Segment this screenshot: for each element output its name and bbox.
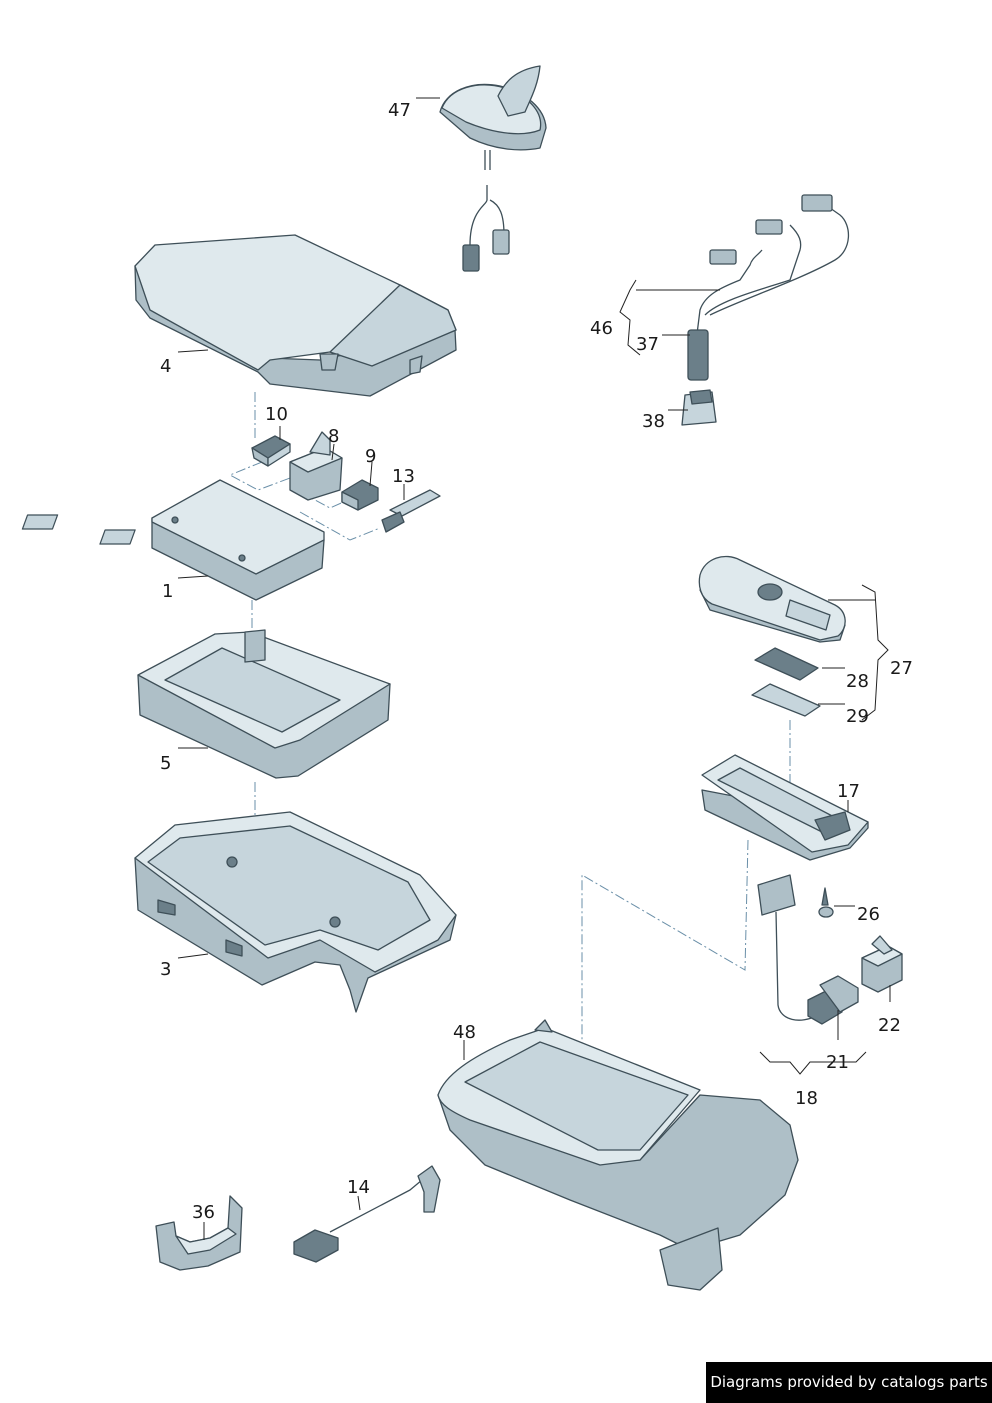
- callout-21: 21: [826, 1052, 849, 1073]
- part-14-cable: [293, 1165, 441, 1263]
- callout-18: 18: [795, 1088, 818, 1109]
- callout-8: 8: [328, 426, 339, 447]
- callout-27: 27: [890, 658, 913, 679]
- callout-4: 4: [160, 356, 171, 377]
- callout-10: 10: [265, 404, 288, 425]
- part-17-handset-holder: [701, 754, 869, 861]
- part-3-housing: [134, 811, 457, 1013]
- part-9-connector: [341, 479, 379, 511]
- callout-13: 13: [392, 466, 415, 487]
- callout-38: 38: [642, 411, 665, 432]
- part-8-connector-block: [289, 431, 343, 501]
- callout-46: 46: [590, 318, 613, 339]
- part-22-connector: [861, 935, 903, 993]
- part-10-connector: [251, 435, 291, 467]
- footer-credit: Diagrams provided by catalogs parts: [706, 1362, 992, 1403]
- callout-48: 48: [453, 1022, 476, 1043]
- part-36-bracket: [155, 1195, 243, 1271]
- callout-3: 3: [160, 959, 171, 980]
- callout-1: 1: [162, 581, 173, 602]
- callout-9: 9: [365, 446, 376, 467]
- part-26-screw: [818, 887, 834, 918]
- part-27-handset: [698, 555, 846, 643]
- callout-36: 36: [192, 1202, 215, 1223]
- part-18-cable: [757, 874, 859, 1025]
- callout-5: 5: [160, 753, 171, 774]
- part-28-battery: [754, 647, 819, 681]
- callout-labels: 47 46 37 38 4 10 8 9 13 1 5 3 27 28 29 1…: [160, 100, 913, 1223]
- part-5-tray: [137, 629, 391, 779]
- part-4-cover: [134, 234, 457, 397]
- callout-14: 14: [347, 1177, 370, 1198]
- part-46-wiring-harness: [681, 194, 850, 426]
- part-47-roof-antenna: [439, 65, 547, 272]
- part-13-connector-strip: [381, 489, 441, 533]
- part-1-control-unit: [21, 479, 325, 601]
- callout-26: 26: [857, 904, 880, 925]
- callout-17: 17: [837, 781, 860, 802]
- part-48-armrest-base: [437, 1019, 799, 1291]
- callout-22: 22: [878, 1015, 901, 1036]
- leader-lines: [177, 97, 891, 1240]
- callout-28: 28: [846, 671, 869, 692]
- callout-29: 29: [846, 706, 869, 727]
- callout-47: 47: [388, 100, 411, 121]
- part-29-battery-cover: [751, 683, 821, 717]
- callout-37: 37: [636, 334, 659, 355]
